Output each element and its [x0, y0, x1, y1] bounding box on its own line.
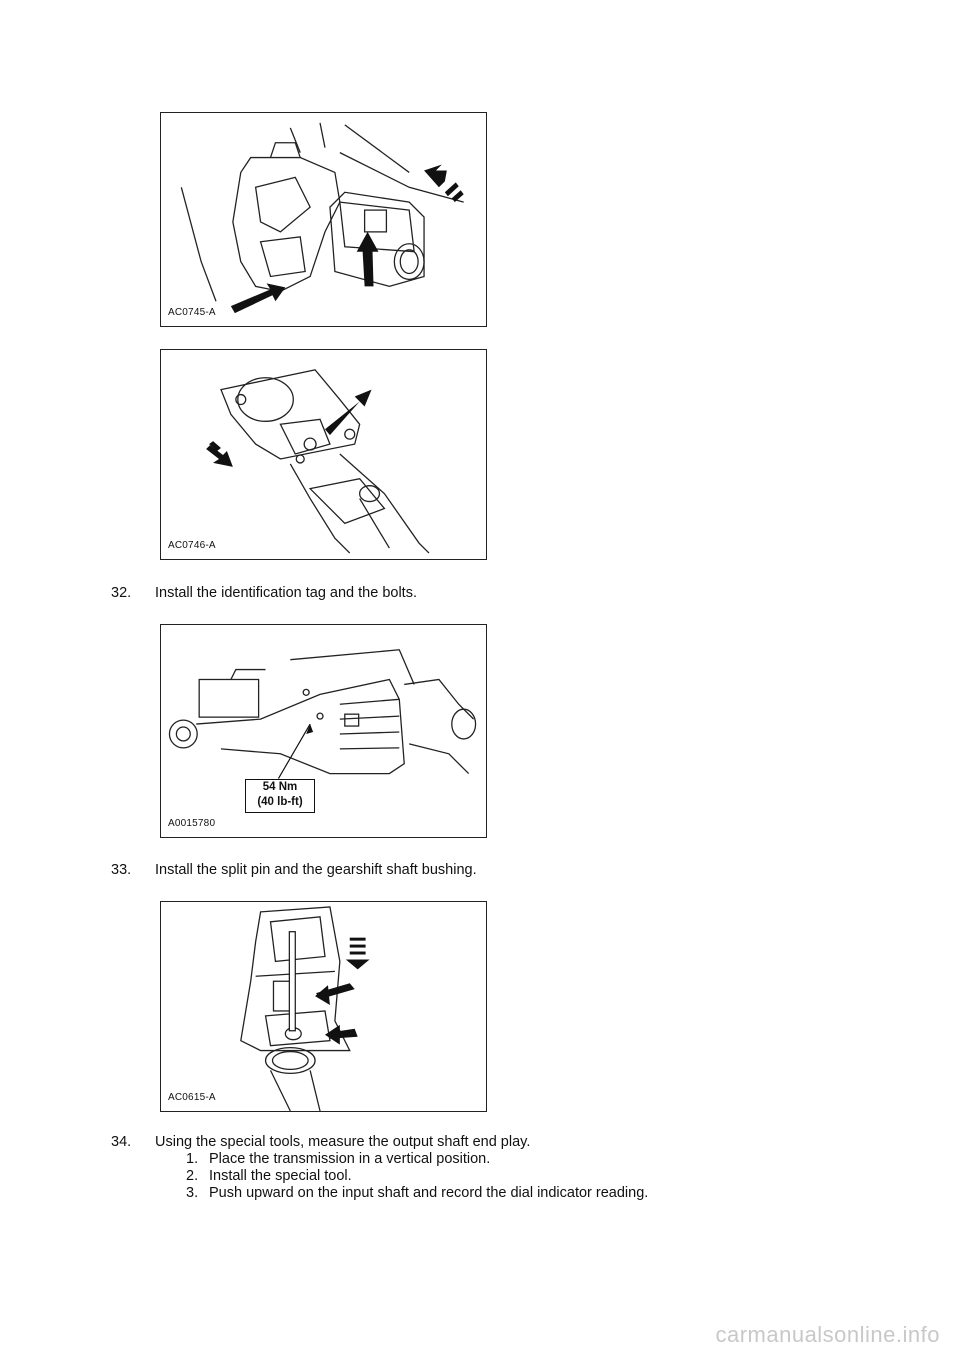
figure-caption: A0015780 — [168, 818, 216, 829]
transmission-illustration-3 — [168, 649, 477, 779]
substep-text: Install the special tool. — [209, 1168, 352, 1184]
step-text: Install the split pin and the gearshift … — [155, 862, 477, 878]
step-text: Using the special tools, measure the out… — [155, 1134, 531, 1150]
substep-text: Place the transmission in a vertical pos… — [209, 1151, 491, 1167]
substep-number: 2. — [186, 1168, 199, 1184]
step-32: 32. Install the identification tag and th… — [111, 585, 417, 602]
figure-caption: AC0745-A — [168, 307, 216, 318]
step-number: 33. — [111, 862, 132, 878]
step-33: 33. Install the split pin and the gearshi… — [111, 862, 477, 879]
substep-3: 3. Push upward on the input shaft and rec… — [186, 1185, 648, 1202]
substep-number: 1. — [186, 1151, 199, 1167]
figure-ac0745: AC0745-A — [160, 112, 487, 327]
transmission-illustration-1 — [180, 122, 464, 314]
figure-caption: AC0746-A — [168, 540, 216, 551]
transmission-illustration-2 — [206, 369, 430, 554]
substep-number: 3. — [186, 1185, 199, 1201]
torque-value-lbft: (40 lb-ft) — [257, 796, 303, 808]
substep-2: 2. Install the special tool. — [186, 1168, 352, 1185]
substep-text: Push upward on the input shaft and recor… — [209, 1185, 649, 1201]
transmission-illustration-4 — [240, 906, 370, 1111]
step-34: 34. Using the special tools, measure the … — [111, 1134, 530, 1151]
figure-a0015780: 54 Nm (40 lb-ft) A0015780 — [160, 624, 487, 838]
watermark: carmanualsonline.info — [715, 1322, 940, 1347]
torque-callout: 54 Nm (40 lb-ft) — [245, 779, 315, 813]
torque-value-nm: 54 Nm — [262, 781, 298, 793]
step-number: 34. — [111, 1134, 132, 1150]
figure-ac0746: AC0746-A — [160, 349, 487, 560]
substep-1: 1. Place the transmission in a vertical p… — [186, 1151, 490, 1168]
figure-ac0615: AC0615-A — [160, 901, 487, 1112]
step-text: Install the identification tag and the b… — [155, 585, 417, 601]
figure-caption: AC0615-A — [168, 1092, 216, 1103]
step-number: 32. — [111, 585, 132, 601]
